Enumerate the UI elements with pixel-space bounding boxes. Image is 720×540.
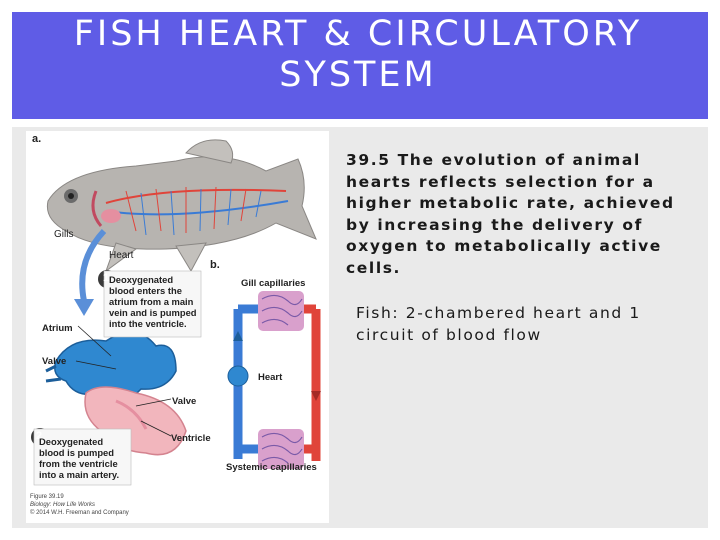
- figure-caption: Figure 39.19 Biology: How Life Works © 2…: [30, 494, 129, 516]
- heart-a-label: Heart: [109, 250, 134, 261]
- gill-capillaries-label: Gill capillaries: [241, 278, 306, 289]
- fish-illustration: [46, 139, 317, 273]
- fish-circulation-figure: a. b. Gills Heart 1 Deoxygenated blood e…: [26, 131, 329, 523]
- valve-label-1: Valve: [42, 356, 67, 367]
- body-paragraph-evolution: 39.5 The evolution of animal hearts refl…: [346, 151, 675, 277]
- title-bar: [12, 12, 708, 119]
- figure-illustration: [31, 139, 329, 521]
- atrium-label: Atrium: [42, 323, 73, 334]
- step-2-number: 2: [36, 430, 43, 442]
- body-paragraph-fish: Fish: 2-chambered heart and 1 circuit of…: [356, 304, 641, 344]
- step-1-number: 1: [103, 272, 110, 284]
- panel-a-label: a.: [32, 133, 42, 145]
- valve-label-2: Valve: [172, 396, 197, 407]
- ventricle-label: Ventricle: [171, 433, 211, 444]
- panel-b-label: b.: [210, 259, 220, 271]
- slide-title: FISH HEART & CIRCULATORY SYSTEM: [73, 14, 643, 95]
- heart-b-label: Heart: [258, 372, 283, 383]
- step-1-text: Deoxygenated blood enters the atrium fro…: [109, 274, 197, 329]
- gills-label: Gills: [54, 229, 74, 240]
- circuit-diagram: [206, 281, 329, 521]
- systemic-capillaries-label: Systemic capillaries: [226, 462, 317, 473]
- step-2-text: Deoxygenated blood is pumped from the ve…: [39, 436, 120, 480]
